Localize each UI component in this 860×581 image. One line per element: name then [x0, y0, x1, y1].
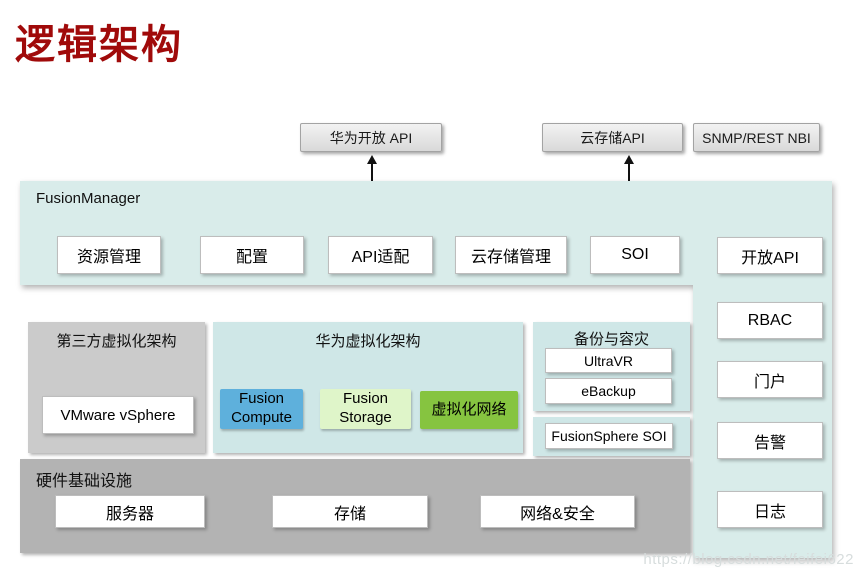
module-rbac: RBAC	[717, 302, 823, 339]
arrow-shaft	[628, 164, 630, 182]
module-open-api: 开放API	[717, 237, 823, 274]
module-fusion-compute: Fusion Compute	[220, 389, 303, 429]
backup-dr-label: 备份与容灾	[573, 331, 649, 348]
cloud-storage-api-label: 云存储API	[580, 129, 645, 146]
arrow-head	[624, 155, 634, 164]
up-arrow-icon	[366, 155, 378, 182]
hardware-label: 硬件基础设施	[36, 473, 133, 490]
module-cloud-storage-mgmt: 云存储管理	[455, 236, 567, 274]
module-soi: SOI	[590, 236, 680, 274]
cloud-storage-api-box: 云存储API	[542, 123, 683, 152]
module-alarm: 告警	[717, 422, 823, 459]
arrow-shaft	[371, 164, 373, 182]
module-vmware-vsphere: VMware vSphere	[42, 396, 194, 434]
module-fusion-storage: Fusion Storage	[320, 389, 411, 429]
snmp-rest-nbi-box: SNMP/REST NBI	[693, 123, 820, 152]
arrow-head	[367, 155, 377, 164]
huawei-open-api-label: 华为开放 API	[329, 129, 413, 146]
module-ultravr: UltraVR	[545, 348, 672, 373]
huawei-virt-panel: 华为虚拟化架构	[213, 322, 523, 453]
page-title: 逻辑架构	[15, 23, 183, 67]
module-storage: 存储	[272, 495, 428, 528]
third-party-virt-label: 第三方虚拟化架构	[56, 333, 177, 350]
huawei-open-api-box: 华为开放 API	[300, 123, 442, 152]
module-log: 日志	[717, 491, 823, 528]
huawei-virt-label: 华为虚拟化架构	[315, 333, 421, 350]
module-resource-mgmt: 资源管理	[57, 236, 161, 274]
module-network-security: 网络&安全	[480, 495, 635, 528]
module-ebackup: eBackup	[545, 378, 672, 404]
snmp-rest-nbi-label: SNMP/REST NBI	[702, 129, 811, 146]
module-portal: 门户	[717, 361, 823, 398]
module-api-adapt: API适配	[328, 236, 433, 274]
module-config: 配置	[200, 236, 304, 274]
csdn-watermark: https://blog.csdn.net/feifei622	[643, 551, 854, 568]
module-fusionsphere-soi: FusionSphere SOI	[545, 423, 673, 449]
module-virtual-network: 虚拟化网络	[420, 391, 518, 429]
module-server: 服务器	[55, 495, 205, 528]
up-arrow-icon	[623, 155, 635, 182]
fusionmanager-label: FusionManager	[36, 190, 141, 207]
